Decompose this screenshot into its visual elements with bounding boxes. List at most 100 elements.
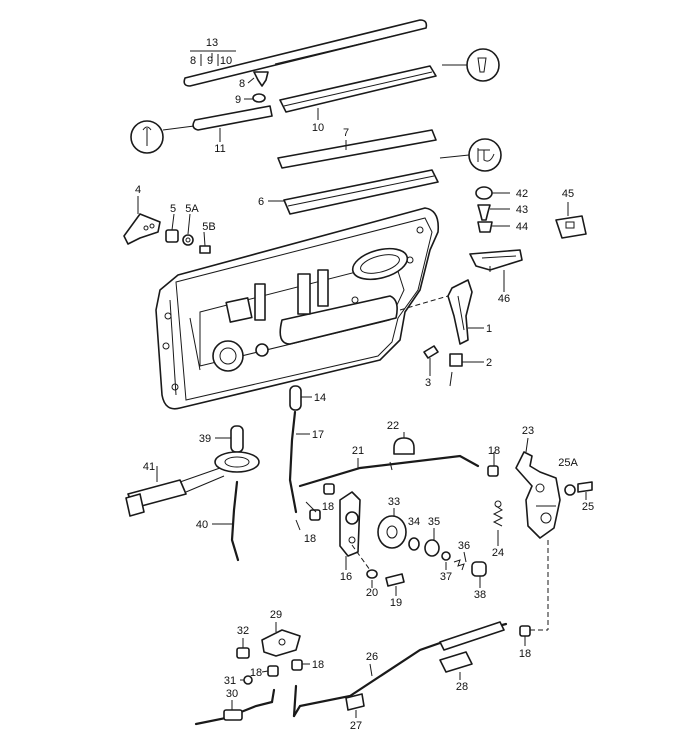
callout-23: 23 xyxy=(522,425,534,437)
leader xyxy=(305,501,317,513)
callout-17: 17 xyxy=(312,429,324,441)
callout-30: 30 xyxy=(226,688,238,700)
callout-22: 22 xyxy=(387,420,399,432)
clip-32 xyxy=(236,638,250,659)
callout-18: 18 xyxy=(488,445,500,457)
leader xyxy=(261,670,269,673)
bracket-29 xyxy=(261,622,301,657)
bushing-34 xyxy=(408,537,420,551)
cap-22 xyxy=(393,432,415,455)
callout-8: 8 xyxy=(190,55,196,67)
callout-38: 38 xyxy=(474,589,486,601)
clip-8 xyxy=(253,71,269,87)
callout-36: 36 xyxy=(458,540,470,552)
screw-3 xyxy=(423,345,439,376)
plug-42 xyxy=(475,186,510,200)
callout-25: 25 xyxy=(582,501,594,513)
pin-43 xyxy=(477,204,510,221)
grommet-9 xyxy=(252,93,266,103)
callout-5a: 5A xyxy=(185,203,199,215)
callout-39: 39 xyxy=(199,433,211,445)
screw-5b xyxy=(199,231,211,254)
callout-45: 45 xyxy=(562,188,574,200)
knob-14 xyxy=(289,385,312,411)
knob-39 xyxy=(215,425,244,453)
callout-20: 20 xyxy=(366,587,378,599)
callout-25a: 25A xyxy=(558,457,578,469)
callout-24: 24 xyxy=(492,547,504,559)
rod-30 xyxy=(194,688,276,726)
callout-29: 29 xyxy=(270,609,282,621)
callout-46: 46 xyxy=(498,293,510,305)
callout-6: 6 xyxy=(258,196,264,208)
window-trim-strip-13 xyxy=(183,19,428,87)
callout-26: 26 xyxy=(366,651,378,663)
callout-5: 5 xyxy=(170,203,176,215)
actuator-41 xyxy=(125,451,260,517)
rail-46 xyxy=(469,249,523,292)
clip-18f xyxy=(291,659,303,671)
callout-41: 41 xyxy=(143,461,155,473)
callout-10: 10 xyxy=(312,122,324,134)
door-shell xyxy=(155,207,440,410)
symbol-adhesive-icon xyxy=(439,138,502,172)
hinge-bracket-4 xyxy=(123,196,161,245)
rod-17 xyxy=(288,410,310,514)
rod-40 xyxy=(212,480,240,562)
callout-34: 34 xyxy=(408,516,420,528)
callout-19: 19 xyxy=(390,597,402,609)
clip-28 xyxy=(439,651,473,680)
leader xyxy=(295,519,301,531)
callout-14: 14 xyxy=(314,392,326,404)
callout-40: 40 xyxy=(196,519,208,531)
callout-10: 10 xyxy=(220,55,232,67)
lock-mechanism-23 xyxy=(515,437,561,539)
clip-18e xyxy=(267,665,279,677)
clip-27 xyxy=(345,693,365,718)
callout-11: 11 xyxy=(214,143,225,155)
callout-7: 7 xyxy=(343,127,349,139)
callout-44: 44 xyxy=(516,221,528,233)
symbol-clip-icon xyxy=(130,120,195,154)
callout-4: 4 xyxy=(135,184,141,196)
callout-31: 31 xyxy=(224,675,236,687)
nut-5a xyxy=(182,213,194,246)
cap-38 xyxy=(471,561,487,588)
callout-18: 18 xyxy=(519,648,531,660)
clip-18b xyxy=(309,509,321,521)
spring-36 xyxy=(453,559,465,571)
callout-18: 18 xyxy=(304,533,316,545)
callout-37: 37 xyxy=(440,571,452,583)
callout-18: 18 xyxy=(312,659,324,671)
callout-18: 18 xyxy=(322,501,334,513)
callout-43: 43 xyxy=(516,204,528,216)
callout-33: 33 xyxy=(388,496,400,508)
callout-5b: 5B xyxy=(202,221,215,233)
screw-25 xyxy=(577,481,593,500)
leader xyxy=(463,551,467,563)
washer-25a xyxy=(564,484,576,496)
clip-18a xyxy=(323,483,335,495)
clip-45 xyxy=(555,202,587,239)
trim-11 xyxy=(192,105,273,131)
bracket-1 xyxy=(399,279,484,345)
callout-13: 13 xyxy=(206,37,218,49)
callout-16: 16 xyxy=(340,571,352,583)
bolt-19 xyxy=(385,573,405,587)
bushing-35 xyxy=(424,528,440,557)
clip-44 xyxy=(477,221,510,233)
lever-16 xyxy=(339,491,361,570)
callout-27: 27 xyxy=(350,720,362,732)
rod-21 xyxy=(298,454,480,488)
callout-18: 18 xyxy=(250,667,262,679)
leader xyxy=(247,77,255,84)
washer-20 xyxy=(351,544,378,579)
callout-9: 9 xyxy=(207,55,213,67)
pulley-33 xyxy=(377,508,407,549)
callout-32: 32 xyxy=(237,625,249,637)
callout-3: 3 xyxy=(425,377,431,389)
callout-21: 21 xyxy=(352,445,364,457)
weatherstrip-6 xyxy=(283,169,439,215)
callout-42: 42 xyxy=(516,188,528,200)
